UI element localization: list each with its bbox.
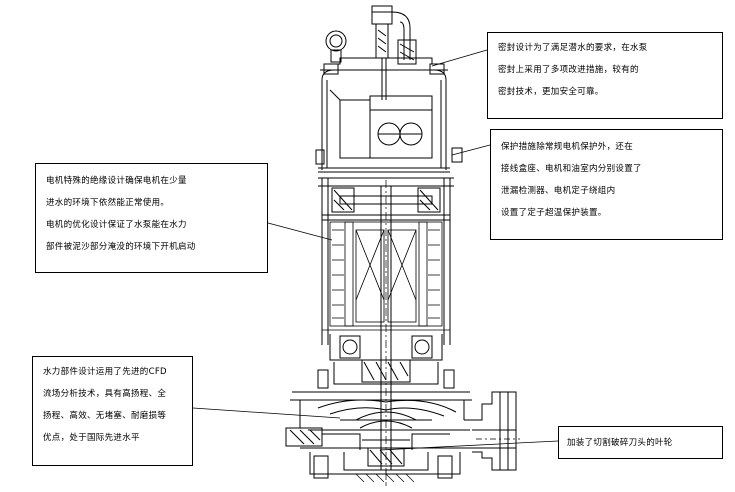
pump-shaft	[380, 180, 392, 478]
callout-text: 电机的优化设计保证了水泵能在水力	[46, 220, 187, 230]
callout-text: 电机特殊的绝缘设计确保电机在少量	[46, 176, 187, 186]
callout-text: 流场分析技术，具有高扬程、全	[43, 389, 167, 399]
callout-text: 加装了切割破碎刀头的叶轮	[567, 438, 673, 448]
callout-text: 泄漏检测器、电机定子绕组内	[501, 186, 616, 196]
impeller-cutter	[355, 411, 417, 467]
motor-stator	[322, 221, 450, 331]
cable-inlet	[371, 5, 417, 100]
lifting-eye	[325, 30, 347, 63]
junction-box-housing	[315, 80, 463, 173]
callout-text: 进水的环境下依然能正常使用。	[46, 198, 170, 208]
seal-design-callout: 密封设计为了满足潜水的要求，在水泵 密封上采用了多项改进措施，较有的 密封技术，…	[487, 32, 723, 119]
callout-text: 接线盒座、电机和油室内分别设置了	[501, 164, 642, 174]
callout-text: 优点，处于国际先进水平	[43, 433, 140, 443]
callout-text: 部件被泥沙部分淹没的环境下开机启动	[46, 242, 196, 252]
protection-callout: 保护措施除常规电机保护外，还在 接线盒座、电机和油室内分别设置了 泄漏检测器、电…	[490, 129, 723, 240]
callout-text: 设置了定子超温保护装置。	[501, 208, 607, 218]
discharge-outlet	[464, 391, 520, 471]
callout-text: 密封上采用了多项改进措施，较有的	[498, 65, 639, 75]
pump-volute-casing	[285, 391, 472, 479]
callout-text: 保护措施除常规电机保护外，还在	[501, 142, 634, 152]
callout-text: 密封技术，更加安全可靠。	[498, 87, 604, 97]
suction-inlet	[355, 470, 415, 488]
oil-chamber	[317, 334, 455, 389]
callout-text: 密封设计为了满足潜水的要求，在水泵	[498, 43, 648, 53]
callout-leader-lines	[192, 49, 559, 451]
motor-design-callout: 电机特殊的绝缘设计确保电机在少量 进水的环境下依然能正常使用。 电机的优化设计保…	[35, 163, 268, 273]
cutter-impeller-callout: 加装了切割破碎刀头的叶轮	[558, 426, 723, 459]
hydraulic-design-callout: 水力部件设计运用了先进的CFD 流场分析技术，具有高扬程、全 扬程、高效、无堵塞…	[32, 356, 193, 466]
callout-text: 扬程、高效、无堵塞、耐磨损等	[43, 411, 167, 421]
top-cover	[320, 57, 448, 81]
callout-text: 水力部件设计运用了先进的CFD	[43, 367, 167, 377]
